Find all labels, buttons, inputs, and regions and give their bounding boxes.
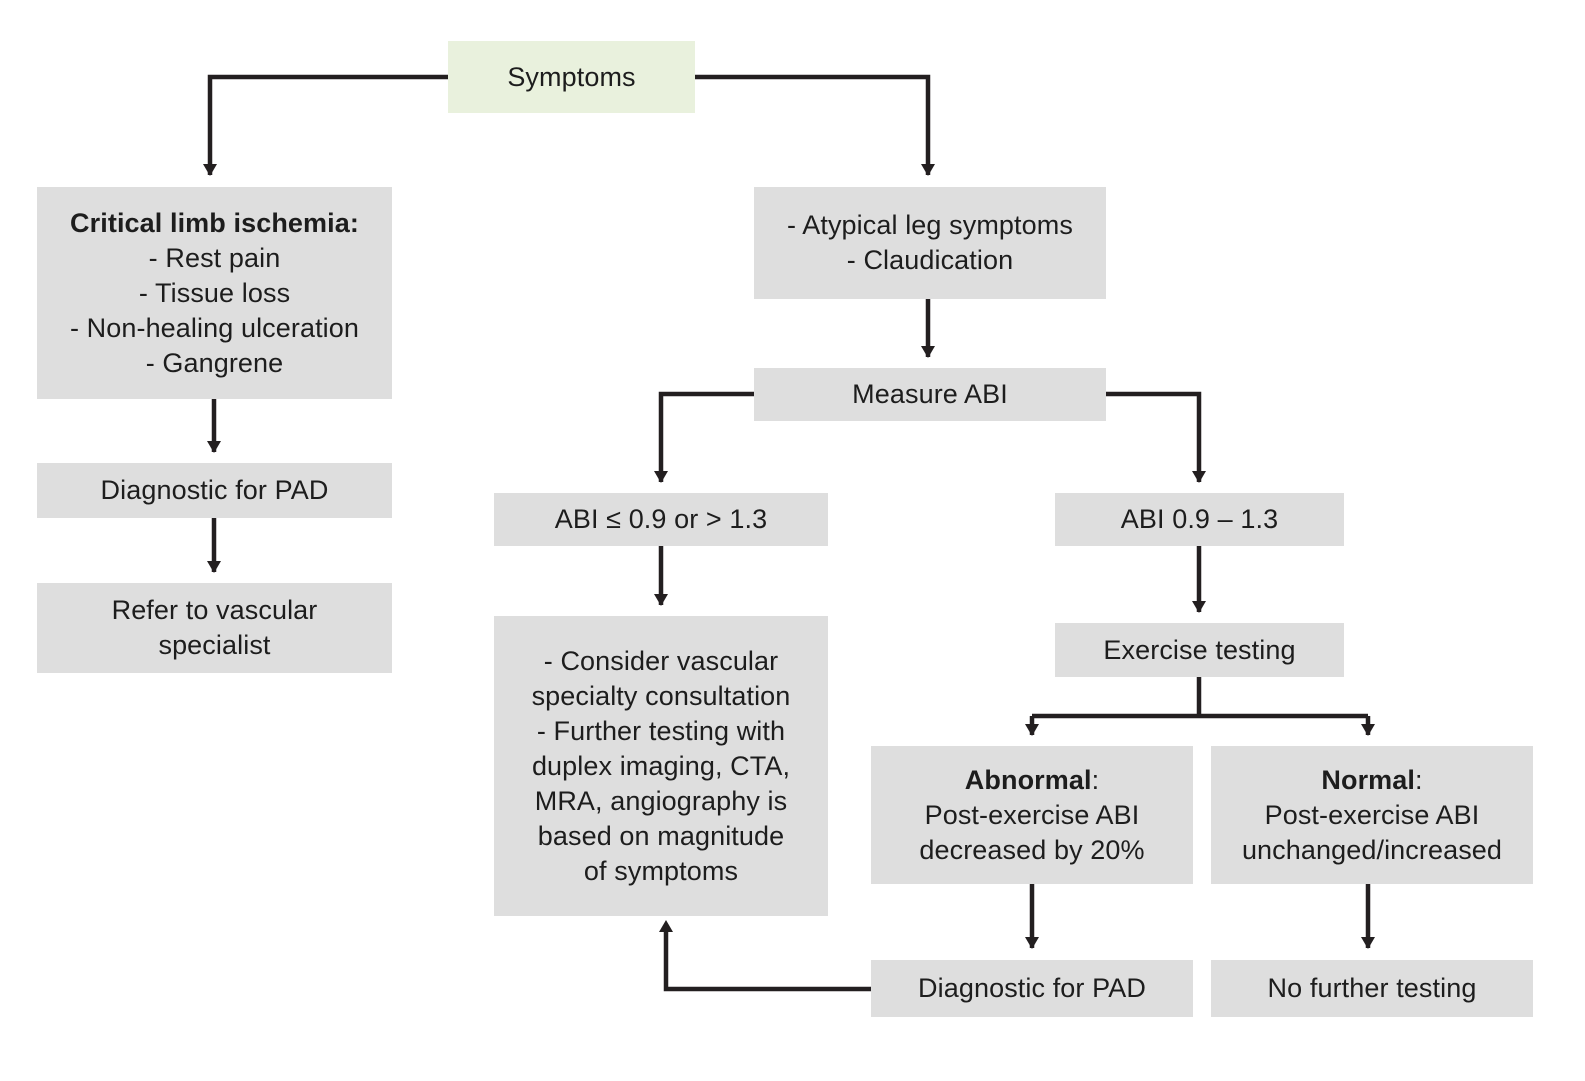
- node-normal-result-line-2: unchanged/increased: [1241, 834, 1503, 865]
- node-consider-vascular-specialty[interactable]: - Consider vascular specialty consultati…: [494, 616, 828, 916]
- edge-measure-abi-to-abi-low-or-high: [658, 391, 754, 481]
- node-measure-abi-line-0: Measure ABI: [852, 379, 1008, 409]
- node-no-further-testing[interactable]: No further testing: [1211, 960, 1533, 1017]
- node-abnormal-result-line-2: decreased by 20%: [919, 834, 1145, 865]
- edge-measure-abi-to-abi-normal-range: [1106, 391, 1202, 481]
- node-exercise-testing[interactable]: Exercise testing: [1055, 623, 1344, 677]
- node-no-further-testing-line-0: No further testing: [1267, 973, 1477, 1003]
- node-critical-limb-ischemia-line-1: - Rest pain: [148, 242, 281, 273]
- node-measure-abi[interactable]: Measure ABI: [754, 368, 1106, 421]
- node-normal-result-line-1: Post-exercise ABI: [1264, 799, 1480, 830]
- node-atypical-leg-symptoms-line-0: - Atypical leg symptoms: [787, 210, 1073, 240]
- node-refer-to-vascular-specialist-line-1: specialist: [158, 630, 271, 660]
- edge-symptoms-to-critical-limb-ischemia: [207, 74, 448, 174]
- node-critical-limb-ischemia[interactable]: Critical limb ischemia: - Rest pain - Ti…: [37, 187, 392, 399]
- node-refer-to-vascular-specialist[interactable]: Refer to vascular specialist: [37, 583, 392, 673]
- node-normal-result[interactable]: Normal: Post-exercise ABI unchanged/incr…: [1211, 746, 1533, 884]
- node-exercise-testing-line-0: Exercise testing: [1103, 634, 1296, 665]
- node-refer-to-vascular-specialist-line-0: Refer to vascular: [111, 595, 318, 625]
- node-abi-normal-range-line-0: ABI 0.9 – 1.3: [1120, 504, 1279, 534]
- node-normal-result-colon: :: [1415, 764, 1423, 795]
- node-consider-vascular-specialty-line-1: specialty consultation: [531, 680, 791, 711]
- node-consider-vascular-specialty-line-5: based on magnitude: [537, 820, 785, 851]
- node-abi-low-or-high[interactable]: ABI ≤ 0.9 or > 1.3: [494, 493, 828, 546]
- node-abnormal-result-line-0: Abnormal:: [965, 763, 1099, 798]
- node-symptoms[interactable]: Symptoms: [448, 41, 695, 113]
- node-abnormal-result-colon: :: [1091, 764, 1100, 795]
- node-consider-vascular-specialty-line-0: - Consider vascular: [543, 645, 779, 676]
- node-consider-vascular-specialty-line-6: of symptoms: [583, 855, 739, 886]
- node-abnormal-result-line-1: Post-exercise ABI: [924, 799, 1140, 830]
- node-atypical-leg-symptoms-line-1: - Claudication: [846, 245, 1014, 275]
- node-normal-result-lead: Normal: [1321, 764, 1415, 795]
- edge-diagnostic-for-pad-right-to-consider-vascular-specialty: [663, 932, 872, 992]
- node-abi-normal-range[interactable]: ABI 0.9 – 1.3: [1055, 493, 1344, 546]
- node-critical-limb-ischemia-line-0: Critical limb ischemia:: [70, 207, 359, 238]
- node-consider-vascular-specialty-line-3: duplex imaging, CTA,: [531, 750, 791, 781]
- node-diagnostic-for-pad-right[interactable]: Diagnostic for PAD: [871, 960, 1193, 1017]
- node-abnormal-result-lead: Abnormal: [964, 764, 1092, 795]
- node-consider-vascular-specialty-line-4: MRA, angiography is: [534, 785, 788, 816]
- node-diagnostic-for-pad-right-line-0: Diagnostic for PAD: [918, 973, 1146, 1003]
- node-diagnostic-for-pad-left-line-0: Diagnostic for PAD: [100, 475, 329, 505]
- node-symptoms-line-0: Symptoms: [507, 61, 636, 92]
- node-consider-vascular-specialty-line-2: - Further testing with: [536, 715, 786, 746]
- edge-symptoms-to-atypical-leg-symptoms: [695, 74, 931, 174]
- node-critical-limb-ischemia-line-3: - Non-healing ulceration: [69, 312, 360, 343]
- node-atypical-leg-symptoms[interactable]: - Atypical leg symptoms - Claudication: [754, 187, 1106, 299]
- node-diagnostic-for-pad-left[interactable]: Diagnostic for PAD: [37, 463, 392, 518]
- node-critical-limb-ischemia-line-2: - Tissue loss: [138, 277, 291, 308]
- node-critical-limb-ischemia-line-4: - Gangrene: [145, 347, 284, 378]
- node-normal-result-line-0: Normal:: [1321, 763, 1422, 798]
- node-abi-low-or-high-line-0: ABI ≤ 0.9 or > 1.3: [554, 504, 768, 534]
- node-abnormal-result[interactable]: Abnormal: Post-exercise ABI decreased by…: [871, 746, 1193, 884]
